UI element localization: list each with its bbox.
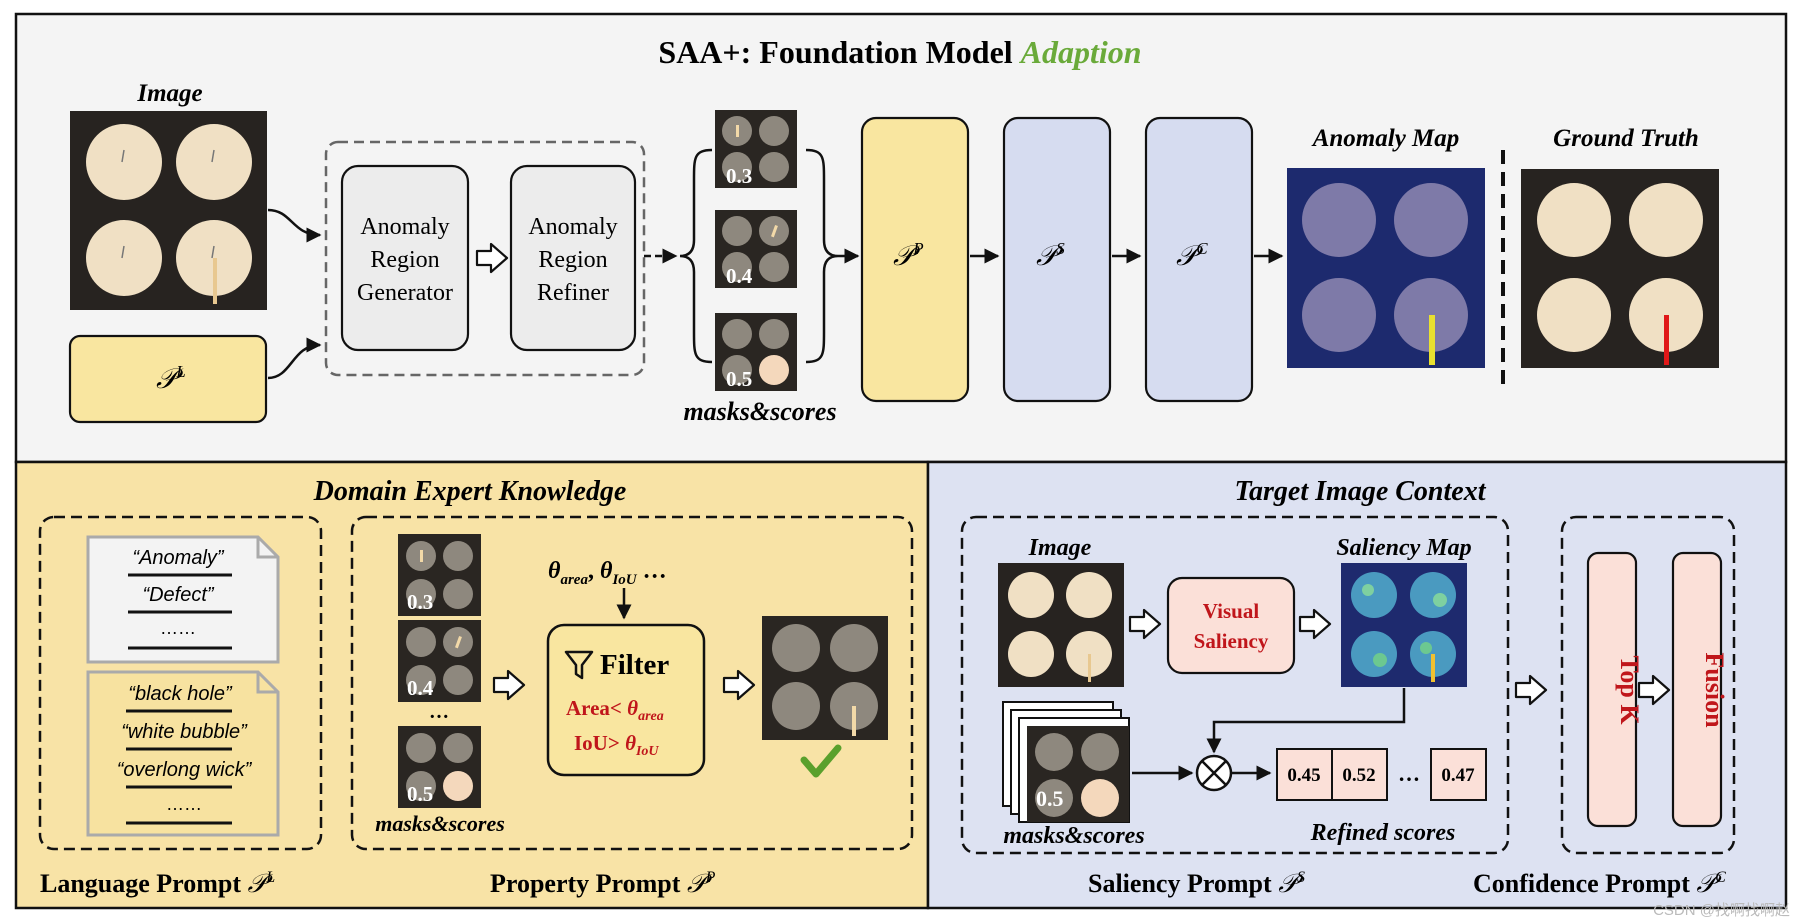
language-prompt-box (68, 334, 268, 424)
target-mask-stack: 0.5 (1002, 701, 1130, 823)
ground-truth-label: Ground Truth (1553, 125, 1699, 152)
target-mask-score: 0.5 (1036, 786, 1064, 811)
filtered-result-image (762, 616, 888, 740)
property-prompt-group (350, 515, 914, 851)
saliency-map-image (1341, 563, 1467, 687)
masks-left-brace (679, 148, 713, 364)
saliency-prompt-box (1002, 116, 1112, 403)
doc-specific-line-3: “overlong wick” (117, 759, 253, 781)
multiply-icon (1195, 754, 1233, 792)
domain-mask-score-1: 0.3 (407, 590, 433, 614)
domain-mask-thumbnail-3: 0.5 (398, 726, 481, 808)
domain-knowledge-heading: Domain Expert Knowledge (313, 476, 627, 507)
domain-mask-thumbnail-1: 0.3 (398, 534, 481, 616)
visual-saliency-box (1166, 576, 1296, 675)
confidence-prompt-box (1144, 116, 1254, 403)
language-doc-general (86, 535, 280, 664)
language-prompt-label: Language Prompt 𝒫L (40, 869, 275, 898)
domain-masks-label: masks&scores (375, 811, 505, 836)
filter-area-rule: Area< θarea (566, 696, 664, 724)
domain-mask-score-3: 0.5 (407, 782, 433, 806)
input-image (70, 111, 267, 310)
doc-general-line-3: …… (160, 618, 196, 638)
confidence-prompt-label: Confidence Prompt 𝒫C (1473, 869, 1726, 898)
ground-truth-image (1521, 169, 1719, 368)
masks-scores-label: masks&scores (683, 397, 836, 426)
domain-mask-thumbnail-2: 0.4 (398, 620, 481, 702)
filter-iou-rule: IoU> θIoU (574, 731, 659, 759)
generator-line-3: Generator (357, 280, 453, 306)
saliency-prompt-group (960, 515, 1510, 855)
refined-score-ellipsis: … (1398, 761, 1420, 786)
doc-general-line-2: “Defect” (142, 584, 214, 606)
fusion-box (1671, 551, 1723, 828)
page-title: SAA+: Foundation Model Adaption (658, 34, 1141, 70)
doc-specific-line-1: “black hole” (128, 683, 233, 705)
doc-general-line-1: “Anomaly” (132, 547, 224, 569)
refiner-line-1: Anomaly (528, 214, 617, 240)
mask-score-3: 0.5 (726, 367, 752, 391)
saliency-prompt-label: Saliency Prompt 𝒫S (1088, 869, 1305, 898)
title-accent: Adaption (1019, 34, 1142, 70)
refined-score-1: 0.45 (1287, 765, 1320, 786)
refiner-line-2: Region (538, 247, 607, 273)
language-prompt-group (38, 515, 323, 851)
check-icon (800, 744, 842, 778)
saliency-to-multiply-arrow (1206, 688, 1406, 754)
target-context-heading: Target Image Context (1235, 476, 1487, 507)
domain-mask-score-2: 0.4 (407, 676, 434, 700)
filter-title: Filter (600, 649, 669, 681)
mask-thumbnail-3: 0.5 (715, 313, 797, 391)
generator-line-1: Anomaly (360, 214, 449, 240)
doc-specific-line-2: “white bubble” (121, 721, 248, 743)
filter-icon (564, 650, 594, 680)
filter-box (546, 623, 706, 777)
anomaly-region-refiner (509, 164, 637, 352)
anomaly-region-generator (340, 164, 470, 352)
visual-saliency-line-2: Saliency (1194, 629, 1269, 653)
property-prompt-label: Property Prompt 𝒫P (490, 869, 716, 898)
mask-thumbnail-1: 0.3 (715, 110, 797, 188)
visual-saliency-line-1: Visual (1203, 599, 1260, 623)
confidence-prompt-group (1560, 515, 1736, 855)
anomaly-map-image (1287, 168, 1485, 368)
filter-thresholds: θarea, θIoU … (548, 558, 667, 588)
watermark: CSDN @找啊找啊赵 (1653, 902, 1790, 919)
refined-scores-row: 0.45 0.52 … 0.47 (1276, 748, 1487, 801)
refiner-line-3: Refiner (537, 280, 609, 306)
saliency-map-label: Saliency Map (1336, 535, 1471, 561)
anomaly-map-label: Anomaly Map (1311, 125, 1460, 152)
doc-specific-line-4: …… (166, 794, 202, 814)
top-k-box (1586, 551, 1638, 828)
mask-score-2: 0.4 (726, 264, 753, 288)
fusion-label: Fusion (1700, 652, 1729, 728)
language-to-generator-arrow (267, 337, 322, 380)
target-image-label: Image (1028, 535, 1092, 561)
domain-mask-ellipsis: … (429, 701, 449, 723)
target-masks-label: masks&scores (1003, 823, 1144, 849)
confidence-prompt-symbol: 𝒫C (1176, 239, 1208, 272)
mask-score-1: 0.3 (726, 164, 752, 188)
refined-score-3: 0.47 (1441, 765, 1475, 786)
image-to-generator-arrow (267, 208, 322, 243)
refined-scores-label: Refined scores (1310, 820, 1456, 846)
input-image-label: Image (136, 80, 202, 107)
language-doc-specific (86, 670, 280, 837)
target-input-image (998, 563, 1124, 687)
mask-thumbnail-2: 0.4 (715, 210, 797, 288)
region-module-group (324, 140, 646, 377)
property-prompt-box (860, 116, 970, 403)
generator-line-2: Region (370, 247, 439, 273)
refined-score-2: 0.52 (1342, 765, 1375, 786)
